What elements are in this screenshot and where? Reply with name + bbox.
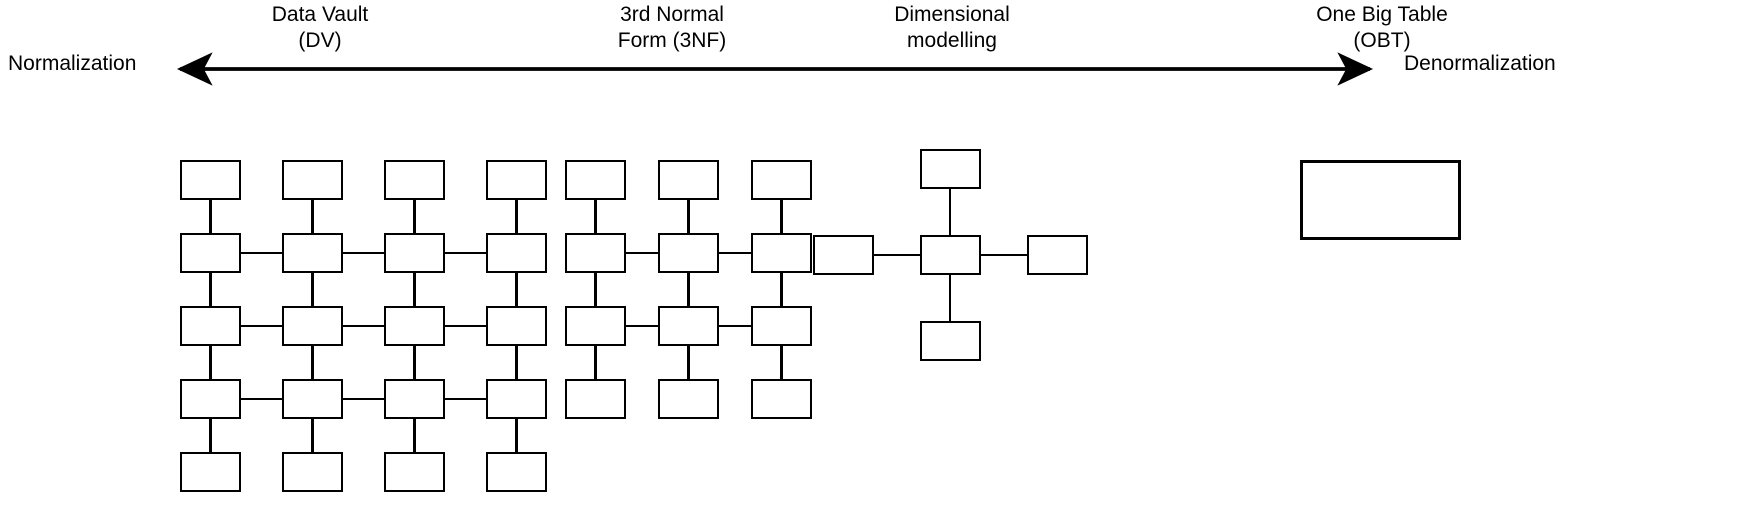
entity-box <box>384 233 445 273</box>
connector-horizontal <box>873 253 920 257</box>
entity-box <box>384 379 445 419</box>
entity-box <box>486 452 547 492</box>
connector-horizontal <box>445 397 486 401</box>
connector-horizontal <box>626 251 658 255</box>
dimension-box-left <box>812 235 874 275</box>
connector-vertical <box>515 419 518 452</box>
one-big-table-box <box>1300 160 1461 240</box>
entity-box <box>180 160 241 200</box>
connector-vertical <box>515 200 518 233</box>
entity-box <box>384 452 445 492</box>
column-heading-third-normal-form: 3rd Normal Form (3NF) <box>562 2 782 54</box>
connector-vertical <box>413 200 416 233</box>
heading-line-2: (DV) <box>298 29 342 52</box>
connector-horizontal <box>343 324 384 328</box>
spectrum-double-arrow-icon <box>176 52 1374 86</box>
column-heading-one-big-table: One Big Table (OBT) <box>1272 2 1492 54</box>
connector-horizontal <box>241 397 282 401</box>
dimension-box-right <box>1026 235 1088 275</box>
connector-vertical <box>209 273 212 306</box>
entity-box <box>282 452 343 492</box>
connector-vertical <box>209 419 212 452</box>
connector-vertical <box>209 346 212 379</box>
heading-line-2: Form (3NF) <box>617 29 727 52</box>
connector-vertical <box>311 346 314 379</box>
fact-box-center <box>919 235 981 275</box>
axis-label-denormalization: Denormalization <box>1404 52 1556 75</box>
connector-vertical <box>413 419 416 452</box>
connector-vertical <box>209 200 212 233</box>
heading-line-1: Dimensional <box>894 3 1010 26</box>
connector-vertical <box>413 346 416 379</box>
entity-box <box>565 233 626 273</box>
connector-horizontal <box>241 324 282 328</box>
connector-horizontal <box>343 397 384 401</box>
connector-vertical <box>780 200 783 233</box>
connector-vertical <box>311 200 314 233</box>
entity-box <box>180 306 241 346</box>
entity-box <box>658 233 719 273</box>
connector-vertical <box>311 273 314 306</box>
connector-vertical <box>413 273 416 306</box>
entity-box <box>180 233 241 273</box>
connector-vertical <box>594 346 597 379</box>
entity-box <box>658 306 719 346</box>
heading-line-1: One Big Table <box>1316 3 1448 26</box>
connector-vertical <box>515 346 518 379</box>
entity-box <box>751 233 812 273</box>
entity-box <box>486 233 547 273</box>
connector-horizontal <box>719 251 751 255</box>
connector-vertical <box>948 189 952 235</box>
connector-horizontal <box>980 253 1027 257</box>
entity-box <box>658 379 719 419</box>
entity-box <box>384 306 445 346</box>
connector-horizontal <box>343 251 384 255</box>
connector-horizontal <box>445 251 486 255</box>
entity-box <box>180 379 241 419</box>
entity-box <box>282 306 343 346</box>
entity-box <box>486 160 547 200</box>
entity-box <box>751 160 812 200</box>
connector-horizontal <box>445 324 486 328</box>
entity-box <box>384 160 445 200</box>
heading-line-2: (OBT) <box>1353 29 1411 52</box>
entity-box <box>486 306 547 346</box>
connector-vertical <box>948 275 952 321</box>
connector-horizontal <box>719 324 751 328</box>
connector-vertical <box>780 273 783 306</box>
connector-vertical <box>687 346 690 379</box>
connector-vertical <box>687 273 690 306</box>
entity-box <box>486 379 547 419</box>
connector-vertical <box>515 273 518 306</box>
entity-box <box>751 306 812 346</box>
entity-box <box>180 452 241 492</box>
connector-vertical <box>594 200 597 233</box>
entity-box <box>282 379 343 419</box>
connector-vertical <box>687 200 690 233</box>
entity-box <box>565 306 626 346</box>
dimension-box-bottom <box>919 321 981 361</box>
heading-line-1: Data Vault <box>271 3 369 26</box>
connector-vertical <box>780 346 783 379</box>
entity-box <box>658 160 719 200</box>
connector-vertical <box>594 273 597 306</box>
connector-vertical <box>311 419 314 452</box>
entity-box <box>565 160 626 200</box>
column-heading-data-vault: Data Vault (DV) <box>210 2 430 54</box>
heading-line-2: modelling <box>907 29 997 52</box>
dimension-box-top <box>919 149 981 189</box>
axis-label-normalization: Normalization <box>8 52 137 75</box>
connector-horizontal <box>241 251 282 255</box>
column-heading-dimensional-modelling: Dimensional modelling <box>842 2 1062 54</box>
entity-box <box>751 379 812 419</box>
connector-horizontal <box>626 324 658 328</box>
entity-box <box>282 233 343 273</box>
heading-line-1: 3rd Normal <box>620 3 724 26</box>
entity-box <box>282 160 343 200</box>
entity-box <box>565 379 626 419</box>
